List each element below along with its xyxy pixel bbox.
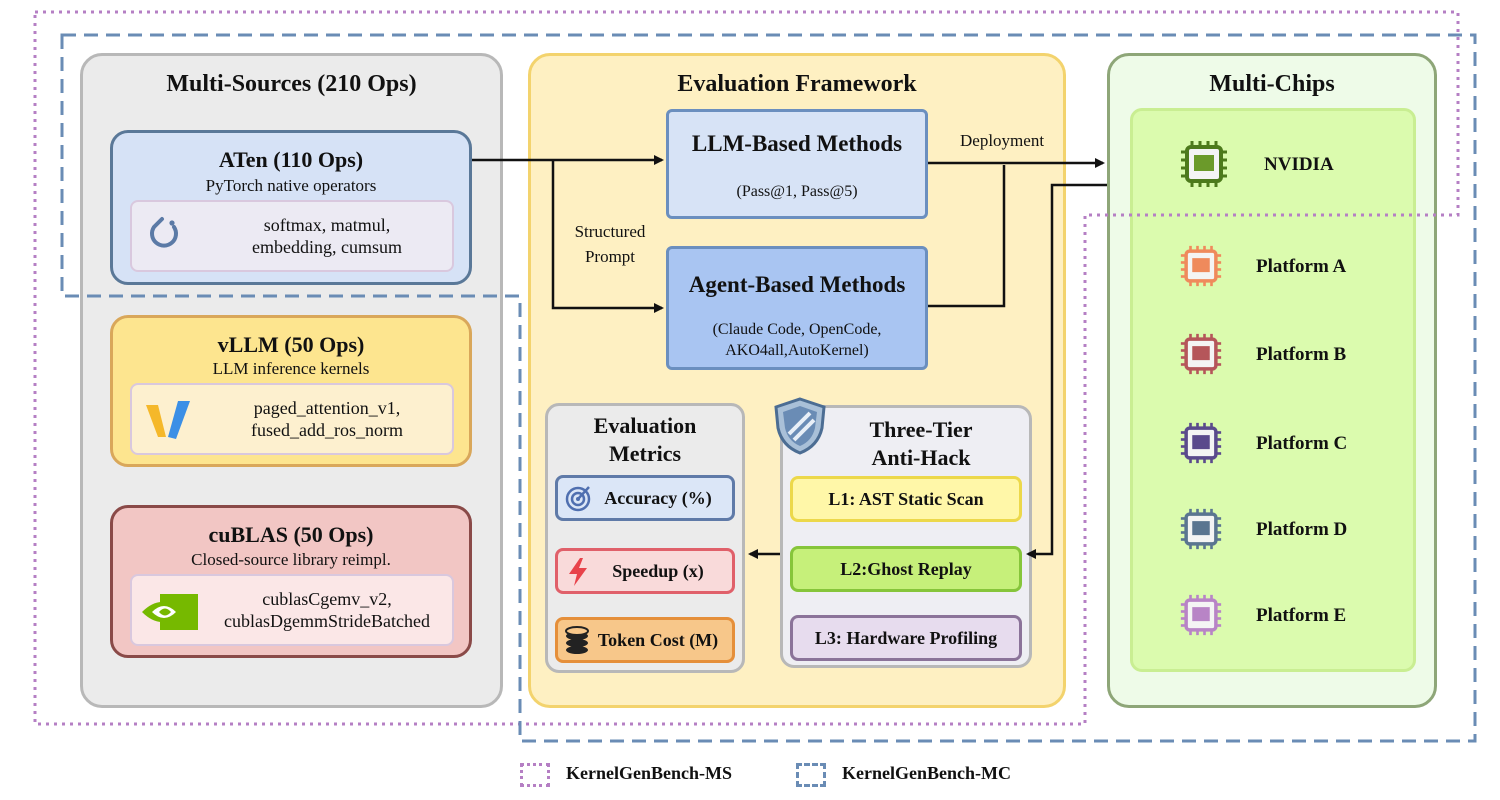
vllm-ops-box: paged_attention_v1, fused_add_ros_norm xyxy=(130,383,454,455)
vllm-card: vLLM (50 Ops) LLM inference kernels page… xyxy=(110,315,472,467)
metric-accuracy: Accuracy (%) xyxy=(555,475,735,521)
agent-methods-box: Agent-Based Methods (Claude Code, OpenCo… xyxy=(666,246,928,370)
legend: KernelGenBench-MS KernelGenBench-MC xyxy=(520,758,1060,792)
cublas-card: cuBLAS (50 Ops) Closed-source library re… xyxy=(110,505,472,658)
aten-ops-line2: embedding, cumsum xyxy=(252,237,402,257)
evaluation-metrics-title-line1: Evaluation xyxy=(593,413,697,438)
chip-label: Platform A xyxy=(1256,256,1347,277)
legend-mc-swatch xyxy=(796,763,826,787)
legend-ms-swatch xyxy=(520,763,550,787)
legend-ms-label: KernelGenBench-MS xyxy=(566,763,732,783)
chip-icon xyxy=(1181,141,1227,187)
cublas-ops-line1: cublasCgemv_v2, xyxy=(262,589,392,609)
vllm-ops-line1: paged_attention_v1, xyxy=(253,398,401,418)
coins-icon xyxy=(565,626,589,654)
metric-accuracy-label: Accuracy (%) xyxy=(604,487,712,508)
target-icon xyxy=(565,486,591,512)
vllm-subtitle: LLM inference kernels xyxy=(212,359,370,378)
lightning-icon xyxy=(569,558,587,586)
antihack-l3: L3: Hardware Profiling xyxy=(790,615,1022,661)
anti-hack-title-line2: Anti-Hack xyxy=(871,445,971,470)
metric-token-cost-label: Token Cost (M) xyxy=(597,629,719,650)
chip-label: Platform D xyxy=(1256,519,1348,540)
antihack-l2-label: L2:Ghost Replay xyxy=(840,558,972,579)
structured-prompt-label: Structured Prompt xyxy=(574,222,646,266)
evaluation-metrics-title-line2: Metrics xyxy=(608,441,682,466)
metric-speedup-label: Speedup (x) xyxy=(612,560,704,581)
evaluation-framework-title: Evaluation Framework xyxy=(677,71,917,97)
vllm-title: vLLM (50 Ops) xyxy=(217,332,365,357)
chips-list-panel xyxy=(1130,108,1416,672)
aten-card: ATen (110 Ops) PyTorch native operators … xyxy=(110,130,472,285)
agent-methods-detail-line1: (Claude Code, OpenCode, xyxy=(712,321,882,338)
cublas-subtitle: Closed-source library reimpl. xyxy=(191,550,391,569)
cublas-ops-line2: cublasDgemmStrideBatched xyxy=(224,611,430,631)
antihack-l1: L1: AST Static Scan xyxy=(790,476,1022,522)
chip-icon xyxy=(1180,594,1222,636)
shield-icon xyxy=(774,397,826,455)
deployment-label: Deployment xyxy=(960,131,1045,150)
multi-chips-title: Multi-Chips xyxy=(1209,71,1335,97)
llm-methods-title: LLM-Based Methods xyxy=(691,131,903,156)
nvidia-logo-icon xyxy=(142,594,198,630)
chip-icon xyxy=(1180,245,1222,287)
aten-subtitle: PyTorch native operators xyxy=(205,176,377,195)
llm-methods-box: LLM-Based Methods (Pass@1, Pass@5) xyxy=(666,109,928,219)
llm-methods-detail: (Pass@1, Pass@5) xyxy=(736,183,858,200)
cublas-ops-box: cublasCgemv_v2, cublasDgemmStrideBatched xyxy=(130,574,454,646)
cublas-title: cuBLAS (50 Ops) xyxy=(208,522,374,547)
antihack-l3-label: L3: Hardware Profiling xyxy=(814,627,998,648)
legend-mc-label: KernelGenBench-MC xyxy=(842,763,1011,783)
aten-title: ATen (110 Ops) xyxy=(218,147,364,172)
metric-speedup: Speedup (x) xyxy=(555,548,735,594)
agent-methods-detail-line2: AKO4all,AutoKernel) xyxy=(725,342,869,359)
chip-label: Platform C xyxy=(1256,433,1348,454)
antihack-l1-label: L1: AST Static Scan xyxy=(828,488,984,509)
aten-ops-box: softmax, matmul, embedding, cumsum xyxy=(130,200,454,272)
aten-ops-line1: softmax, matmul, xyxy=(263,215,391,235)
vllm-logo-icon xyxy=(146,401,190,439)
vllm-ops-line2: fused_add_ros_norm xyxy=(251,420,403,440)
chip-label: Platform B xyxy=(1256,344,1347,365)
pytorch-icon xyxy=(150,217,178,248)
chip-icon xyxy=(1180,422,1222,464)
metric-token-cost: Token Cost (M) xyxy=(555,617,735,663)
anti-hack-title-line1: Three-Tier xyxy=(869,417,973,442)
antihack-l2: L2:Ghost Replay xyxy=(790,546,1022,592)
chip-icon xyxy=(1180,508,1222,550)
multi-sources-title: Multi-Sources (210 Ops) xyxy=(166,71,417,97)
agent-methods-title: Agent-Based Methods xyxy=(688,272,906,297)
chip-label: NVIDIA xyxy=(1264,154,1334,175)
chip-label: Platform E xyxy=(1256,605,1347,626)
chip-icon xyxy=(1180,333,1222,375)
